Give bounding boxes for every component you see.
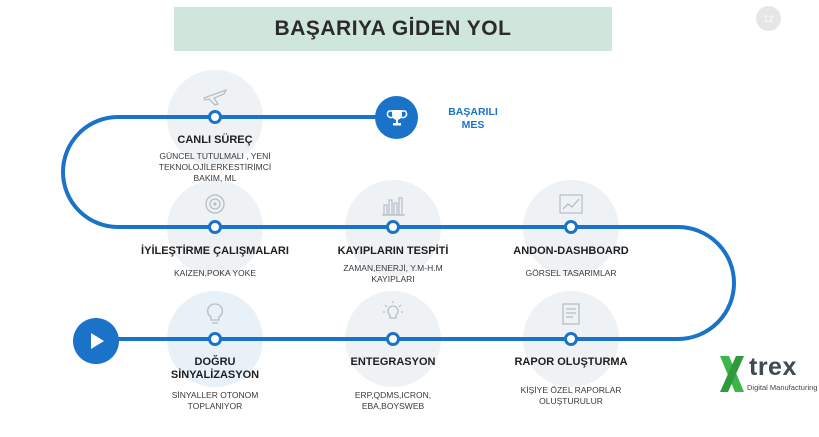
airplane-icon	[203, 88, 228, 106]
milestone-pin-canli-surec	[208, 110, 222, 124]
idea-icon	[383, 301, 403, 319]
goal-label-line2: MES	[461, 119, 485, 131]
trex-logo: trex Digital Manufacturing	[717, 352, 819, 398]
step-title-canli-surec: CANLI SÜREÇ	[177, 134, 253, 146]
start-marker	[73, 318, 119, 364]
x-logo-mark	[720, 356, 744, 392]
step-title-entegrasyon: ENTEGRASYON	[350, 356, 436, 368]
step-desc-kayiplar: ZAMAN,ENERJİ, Y.M-H.M KAYIPLARI	[343, 263, 443, 284]
page-title: BAŞARIYA GİDEN YOL	[274, 17, 512, 40]
logo-word: trex	[749, 353, 797, 381]
milestone-pin-rapor	[564, 332, 578, 346]
milestone-pin-entegrasyon	[386, 332, 400, 346]
goal-label-line1: BAŞARILI	[448, 106, 498, 118]
target-icon	[205, 194, 225, 214]
page-number-badge: 12	[756, 6, 781, 31]
step-desc-iyilestirme: KAIZEN,POKA YOKE	[173, 268, 257, 278]
play-icon	[91, 333, 104, 349]
step-title-rapor: RAPOR OLUŞTURMA	[514, 356, 628, 368]
step-title-dogru: DOĞRU SİNYALİZASYON	[170, 356, 260, 381]
step-desc-entegrasyon: ERP,QDMS,ICRON, EBA,BOYSWEB	[354, 390, 432, 411]
trophy-icon	[386, 109, 407, 125]
step-desc-rapor: KİŞİYE ÖZEL RAPORLAR OLUŞTURULUR	[520, 385, 622, 406]
report-icon	[562, 303, 580, 325]
step-title-iyilestirme: İYİLEŞTİRME ÇALIŞMALARI	[141, 245, 289, 257]
goal-marker	[375, 96, 418, 139]
milestone-pin-dogru	[208, 332, 222, 346]
logo-tagline: Digital Manufacturing	[747, 383, 818, 392]
milestone-pin-andon	[564, 220, 578, 234]
lightbulb-icon	[207, 303, 223, 324]
bar-chart-icon	[382, 197, 405, 216]
trend-chart-icon	[559, 194, 583, 214]
step-desc-andon: GÖRSEL TASARIMLAR	[525, 268, 617, 278]
goal-label: BAŞARILI MES	[433, 106, 513, 132]
milestone-pin-kayiplar	[386, 220, 400, 234]
step-desc-canli-surec: GÜNCEL TUTULMALI , YENİ TEKNOLOJİLERKEST…	[158, 151, 272, 183]
step-title-andon: ANDON-DASHBOARD	[513, 245, 629, 257]
step-desc-dogru: SİNYALLER OTONOM TOPLANIYOR	[171, 390, 259, 411]
milestone-pin-iyilestirme	[208, 220, 222, 234]
title-banner: BAŞARIYA GİDEN YOL	[174, 7, 612, 51]
step-title-kayiplar: KAYIPLARIN TESPİTİ	[337, 245, 449, 257]
